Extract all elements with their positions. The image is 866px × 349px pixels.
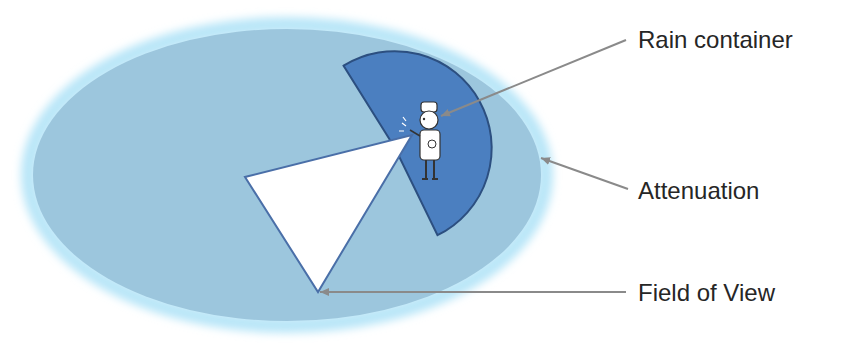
figure-foot bbox=[422, 178, 428, 180]
figure-leg bbox=[433, 160, 435, 178]
leader-line bbox=[441, 40, 626, 116]
attenuation-ellipse bbox=[33, 29, 541, 321]
figure-head bbox=[420, 111, 438, 129]
figure-foot bbox=[432, 178, 438, 180]
figure-arm bbox=[410, 130, 420, 136]
figure-leg bbox=[425, 160, 427, 178]
attenuation-glow bbox=[29, 25, 545, 325]
field-of-view-triangle bbox=[245, 135, 412, 292]
leader-line bbox=[320, 291, 626, 293]
figure-motion-marks bbox=[399, 117, 406, 131]
callout-label: Field of View bbox=[638, 279, 775, 307]
figure-badge bbox=[428, 140, 436, 148]
leader-line bbox=[541, 158, 628, 189]
figure-eye bbox=[423, 118, 425, 120]
character-figure bbox=[399, 102, 440, 179]
figure-body bbox=[420, 130, 440, 160]
callout-label: Attenuation bbox=[638, 177, 759, 205]
callout-label: Rain container bbox=[638, 26, 793, 54]
